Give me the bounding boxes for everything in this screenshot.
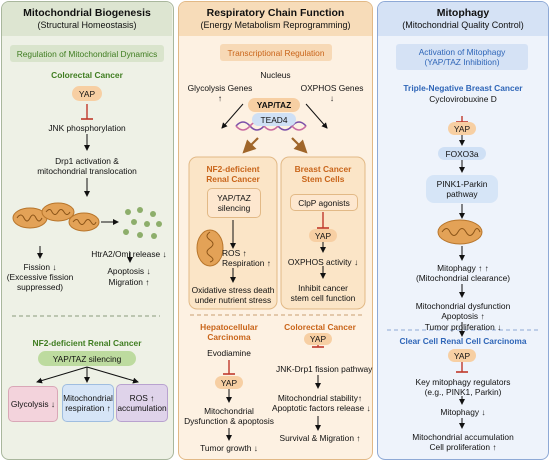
middle-inhibit-2: stem cell function xyxy=(290,293,356,303)
right-key-2: (e.g., PINK1, Parkin) xyxy=(424,387,502,397)
left-jnk: JNK phosphorylation xyxy=(48,123,126,133)
left-migration: Migration ↑ xyxy=(108,277,150,287)
left-header xyxy=(2,2,172,36)
right-ccrcc-yap: YAP xyxy=(448,349,476,362)
left-htra2: HtrA2/Omi release ↓ xyxy=(91,249,167,259)
middle-crc: Colorectal Cancer xyxy=(284,322,356,332)
middle-mito-dys-2: Dysfunction & apoptosis xyxy=(184,416,274,426)
left-nf2-label: NF2-deficient Renal Cancer xyxy=(32,338,142,348)
middle-tead4: TEAD4 xyxy=(252,113,296,126)
middle-nf2-2: Renal Cancer xyxy=(206,174,260,184)
middle-survival: Survival & Migration ↑ xyxy=(279,433,361,443)
middle-oxphos-genes-1: OXPHOS Genes xyxy=(300,83,364,93)
right-accum-2: Cell proliferation ↑ xyxy=(429,442,497,452)
left-apoptosis: Apoptosis ↓ xyxy=(107,266,151,276)
middle-stab-1: Mitochondrial stability↑ xyxy=(277,393,363,403)
left-mito-resp-2: respiration ↑ xyxy=(65,403,111,413)
middle-bcsc-1: Breast Cancer xyxy=(294,164,352,174)
middle-header xyxy=(179,2,372,36)
left-glycolysis: Glycolysis ↓ xyxy=(10,399,56,409)
right-tnbc: Triple-Negative Breast Cancer xyxy=(403,83,523,93)
left-mito-resp-1: Mitochondrial xyxy=(63,393,113,403)
middle-bcsc-2: Stem Cells xyxy=(301,174,345,184)
right-cyclovirobuxine: Cyclovirobuxine D xyxy=(429,94,497,104)
htra2-dots-icon xyxy=(123,207,162,239)
middle-ox-1: Oxidative stress death xyxy=(191,285,275,295)
right-pink-1: PINK1-Parkin xyxy=(436,179,488,189)
left-fission-3: suppressed) xyxy=(16,282,64,292)
middle-yaptaz: YAP/TAZ xyxy=(248,98,300,112)
right-pink-2: pathway xyxy=(446,189,478,199)
right-mitophagy-2: (Mitochondrial clearance) xyxy=(415,273,511,283)
left-drp1-1: Drp1 activation & xyxy=(55,156,119,166)
right-ccrcc: Clear Cell Renal Cell Carcinoma xyxy=(399,336,527,346)
left-mitochondria-icon xyxy=(12,202,100,232)
right-dys-2: Apoptosis ↑ xyxy=(441,311,485,321)
middle-ox-2: under nutrient stress xyxy=(194,295,272,305)
right-section-label: Activation of Mitophagy(YAP/TAZ Inhibiti… xyxy=(396,44,528,70)
middle-title: Respiratory Chain Function xyxy=(206,7,345,19)
middle-evodiamine: Evodiamine xyxy=(207,348,251,358)
middle-jnk-drp1: JNK-Drp1 fission pathway xyxy=(276,364,373,374)
middle-oxphos-genes-2: ↓ xyxy=(329,93,335,103)
right-header xyxy=(378,2,548,36)
left-fission-1: Fission ↓ xyxy=(23,262,57,272)
middle-hcc-2: Carcinoma xyxy=(207,332,251,342)
right-dys-1: Mitochondrial dysfunction xyxy=(415,301,511,311)
middle-bcsc-yap: YAP xyxy=(309,229,337,242)
left-ros-box: ROS ↑accumulation xyxy=(116,384,168,422)
middle-respiration: Respiration ↑ xyxy=(222,258,271,268)
middle-inhibit-1: Inhibit cancer xyxy=(298,283,348,293)
middle-subtitle: (Energy Metabolism Reprogramming) xyxy=(200,20,351,30)
right-section-1: Activation of Mitophagy xyxy=(418,47,506,57)
right-subtitle: (Mitochondrial Quality Control) xyxy=(402,20,524,30)
right-accum-1: Mitochondrial accumulation xyxy=(412,432,514,442)
middle-oxphos-activity: OXPHOS activity ↓ xyxy=(287,257,359,267)
middle-section-label: Transcriptional Regulation xyxy=(220,44,332,61)
middle-yaptaz-sil-2: silencing xyxy=(217,203,251,213)
middle-hcc-1: Hepatocellular xyxy=(200,322,258,332)
left-section-label: Regulation of Mitochondrial Dynamics xyxy=(10,45,164,62)
left-subtitle: (Structural Homeostasis) xyxy=(37,20,137,30)
middle-nf2-1: NF2-deficient xyxy=(206,164,260,174)
right-mitochondrion-icon xyxy=(437,219,483,245)
middle-mito-dys-1: Mitochondrial xyxy=(204,406,254,416)
middle-tumor-growth: Tumor growth ↓ xyxy=(200,443,258,453)
middle-glycolysis-genes-2: ↑ xyxy=(217,93,223,103)
middle-nucleus: Nucleus xyxy=(260,70,291,80)
left-title: Mitochondrial Biogenesis xyxy=(23,7,151,19)
left-yap: YAP xyxy=(72,86,102,101)
middle-yaptaz-sil-1: YAP/TAZ xyxy=(217,193,251,203)
left-ros-1: ROS ↑ xyxy=(129,393,155,403)
middle-stab-2: Apoptotic factors release ↓ xyxy=(272,403,371,413)
middle-clpp: ClpP agonists xyxy=(290,194,358,211)
left-glycolysis-box: Glycolysis ↓ xyxy=(8,386,58,422)
middle-mitochondrion-icon xyxy=(196,229,224,267)
right-mitophagy-down: Mitophagy ↓ xyxy=(440,407,486,417)
middle-hcc-yap: YAP xyxy=(215,376,243,389)
left-fission-2: (Excessive fission xyxy=(6,272,74,282)
middle-glycolysis-genes-1: Glycolysis Genes xyxy=(187,83,253,93)
right-tumor-prolif: Tumor proliferation ↓ xyxy=(424,322,502,332)
right-mitophagy-1: Mitophagy ↑ ↑ xyxy=(437,263,489,273)
right-section-2: (YAP/TAZ Inhibition) xyxy=(424,57,500,67)
right-foxo3a: FOXO3a xyxy=(438,147,486,160)
right-yap: YAP xyxy=(448,122,476,135)
left-drp1-2: mitochondrial translocation xyxy=(37,166,137,176)
left-yaptaz-silencing: YAP/TAZ silencing xyxy=(38,351,136,366)
middle-crc-yap: YAP xyxy=(304,333,332,345)
right-key-1: Key mitophagy regulators xyxy=(415,377,511,387)
middle-ros: ROS ↑ xyxy=(222,248,247,258)
left-cancer-label: Colorectal Cancer xyxy=(51,70,123,80)
left-ros-2: accumulation xyxy=(117,403,167,413)
right-title: Mitophagy xyxy=(436,7,490,19)
